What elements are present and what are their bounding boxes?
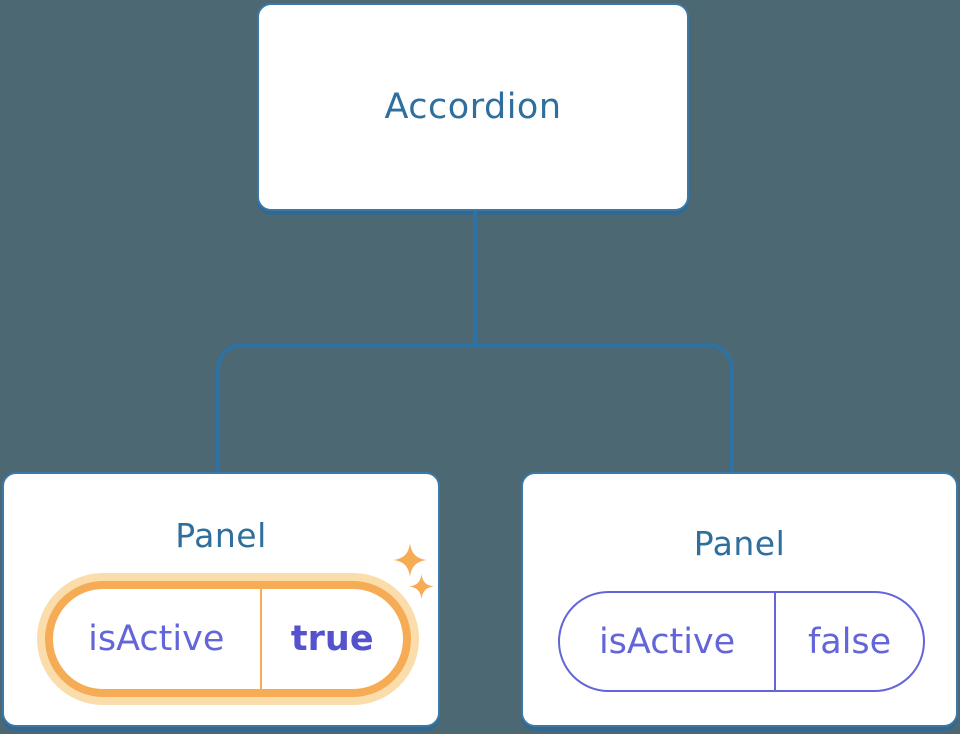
panel-node-active: Panel isActive true [2, 472, 440, 727]
panel-title: Panel [693, 524, 786, 563]
accordion-node: Accordion [257, 3, 689, 211]
state-pill-inactive: isActive false [558, 591, 925, 692]
state-value-label: false [807, 621, 892, 662]
connector-stem [473, 211, 477, 345]
state-key-cell: isActive [53, 589, 260, 689]
state-pill-active: isActive true [45, 581, 411, 697]
pill-divider [259, 589, 262, 689]
state-key-cell: isActive [560, 593, 774, 690]
sparkle-icon-small [409, 574, 434, 599]
pill-divider [774, 593, 777, 690]
state-value-label: true [290, 619, 374, 659]
panel-node-inactive: Panel isActive false [521, 472, 958, 727]
state-value-cell: true [262, 589, 404, 689]
connector-branches [216, 343, 734, 472]
state-value-cell: false [776, 593, 923, 690]
accordion-node-label: Accordion [384, 87, 562, 127]
state-key-label: isActive [598, 621, 736, 662]
panel-title: Panel [175, 516, 267, 555]
state-key-label: isActive [88, 619, 225, 659]
